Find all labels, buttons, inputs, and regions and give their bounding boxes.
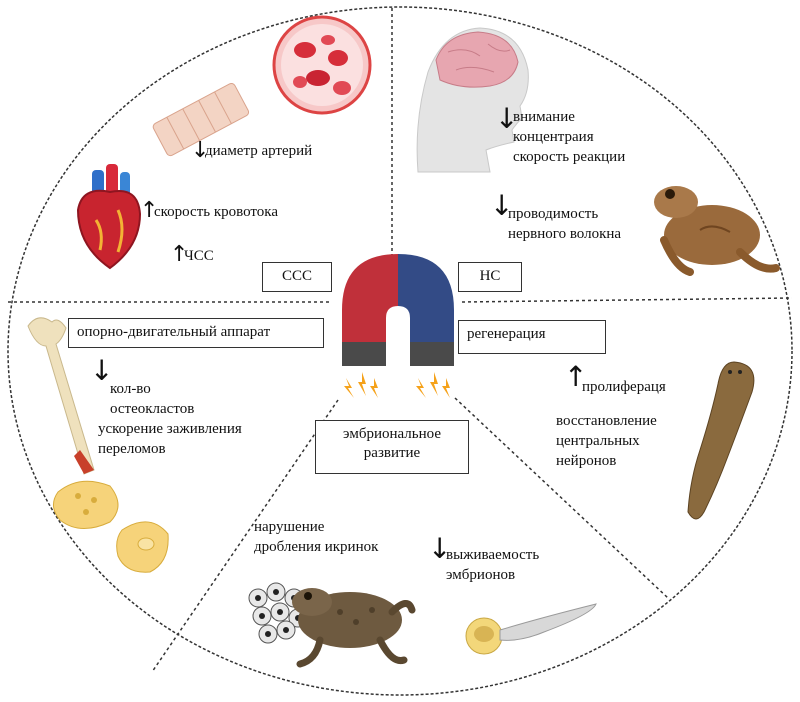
artery-icon <box>152 82 250 157</box>
osteoclast-count-label: кол-во <box>110 381 151 397</box>
development-label: развитие <box>363 445 421 461</box>
nc-box: НС <box>458 262 522 292</box>
regeneration-box: регенерация <box>458 320 606 354</box>
healing-acceleration-label: ускорение заживления <box>98 421 242 437</box>
heart-rate-label: ЧСС <box>184 248 214 264</box>
heart-icon <box>76 164 142 270</box>
neurons-label: нейронов <box>556 453 617 469</box>
frog-eggs-icon <box>248 582 308 644</box>
disruption-label: нарушение <box>254 519 325 535</box>
survival-label: выживаемость <box>446 547 540 563</box>
nerve-fiber-label: нервного волокна <box>508 226 622 242</box>
embryos-label: эмбрионов <box>446 567 516 583</box>
arteries-diameter-label: диаметр артерий <box>205 143 313 159</box>
up-arrow: ↑ <box>170 242 189 267</box>
egg-cleavage-label: дробления икринок <box>254 539 379 555</box>
conductivity-label: проводимость <box>508 206 599 222</box>
red-blood-cells-icon <box>272 15 372 115</box>
osteoclast-cells-icon <box>53 480 169 573</box>
down-arrow: ↓ <box>90 354 114 387</box>
magnet-icon <box>342 254 454 398</box>
down-arrow: ↓ <box>490 189 514 222</box>
sector-dividers <box>8 8 793 673</box>
fractures-label: переломов <box>98 441 166 457</box>
ccc-box: ССС <box>262 262 332 292</box>
attention-label: внимание <box>513 109 575 125</box>
down-arrow: ↓ <box>191 138 210 163</box>
blood-flow-speed-label: скорость кровотока <box>154 204 279 220</box>
up-arrow: ↑ <box>140 198 159 223</box>
concentration-label: концентраия <box>513 129 594 145</box>
tadpole-embryo-icon <box>465 603 597 655</box>
osteoclasts-label: остеокластов <box>110 401 195 417</box>
embryonic-development-box: эмбриональное развитие <box>315 420 469 474</box>
central-label: центральных <box>556 433 640 449</box>
reaction-speed-label: скорость реакции <box>513 149 626 165</box>
musculoskeletal-box: опорно-двигательный аппарат <box>68 318 324 348</box>
down-arrow: ↓ <box>495 102 519 135</box>
planarian-worm-icon <box>687 361 755 520</box>
toad-icon <box>292 588 416 668</box>
up-arrow: ↑ <box>564 360 588 393</box>
outer-circle <box>7 6 793 696</box>
bone-icon <box>27 317 95 475</box>
embryonic-label: эмбриональное <box>343 426 441 442</box>
human-head-brain-icon <box>416 27 529 173</box>
proliferation-label: пролифераця <box>582 379 666 395</box>
frog-icon <box>654 186 780 276</box>
restoration-label: восстановление <box>556 413 657 429</box>
down-arrow: ↓ <box>428 532 452 565</box>
